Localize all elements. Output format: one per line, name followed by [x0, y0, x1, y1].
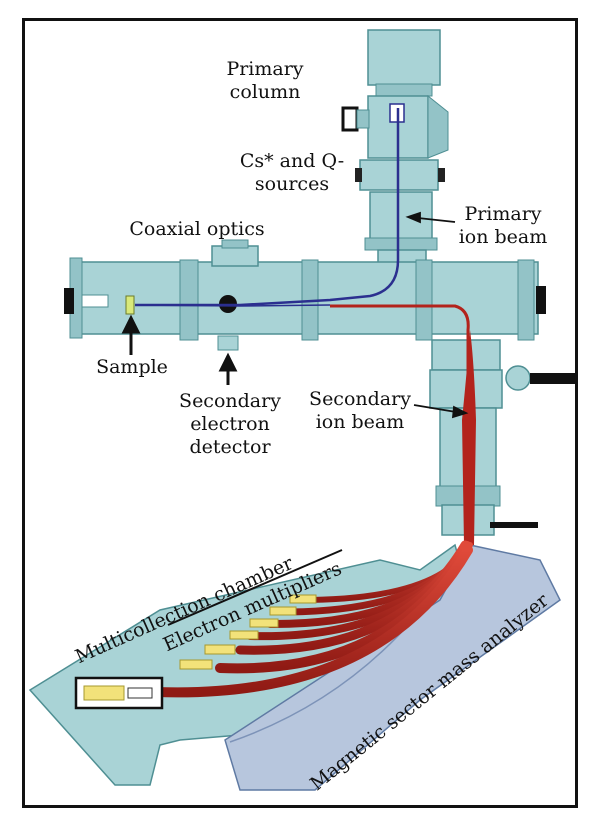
- label-secondary-ion-beam: Secondary ion beam: [309, 388, 411, 433]
- figure-frame: [22, 18, 578, 808]
- sample: [125, 295, 135, 315]
- label-sample: Sample: [96, 356, 168, 378]
- mass-separated-beams: [150, 540, 473, 698]
- label-coaxial-optics: Coaxial optics: [129, 218, 265, 240]
- detectors: [179, 594, 317, 670]
- label-primary-ion-beam: Primary ion beam: [458, 203, 548, 248]
- secondary-ion-beam: [330, 304, 470, 545]
- label-cs-q-sources: Cs* and Q- sources: [239, 150, 345, 195]
- coaxial-optics-housing: [211, 245, 259, 267]
- secondary-column: [431, 339, 501, 371]
- label-primary-column: Primary column: [226, 58, 304, 103]
- primary-ion-beam: [135, 108, 400, 307]
- label-secondary-electron-detector: Secondary electron detector: [179, 390, 281, 458]
- primary-column-top: [367, 29, 441, 86]
